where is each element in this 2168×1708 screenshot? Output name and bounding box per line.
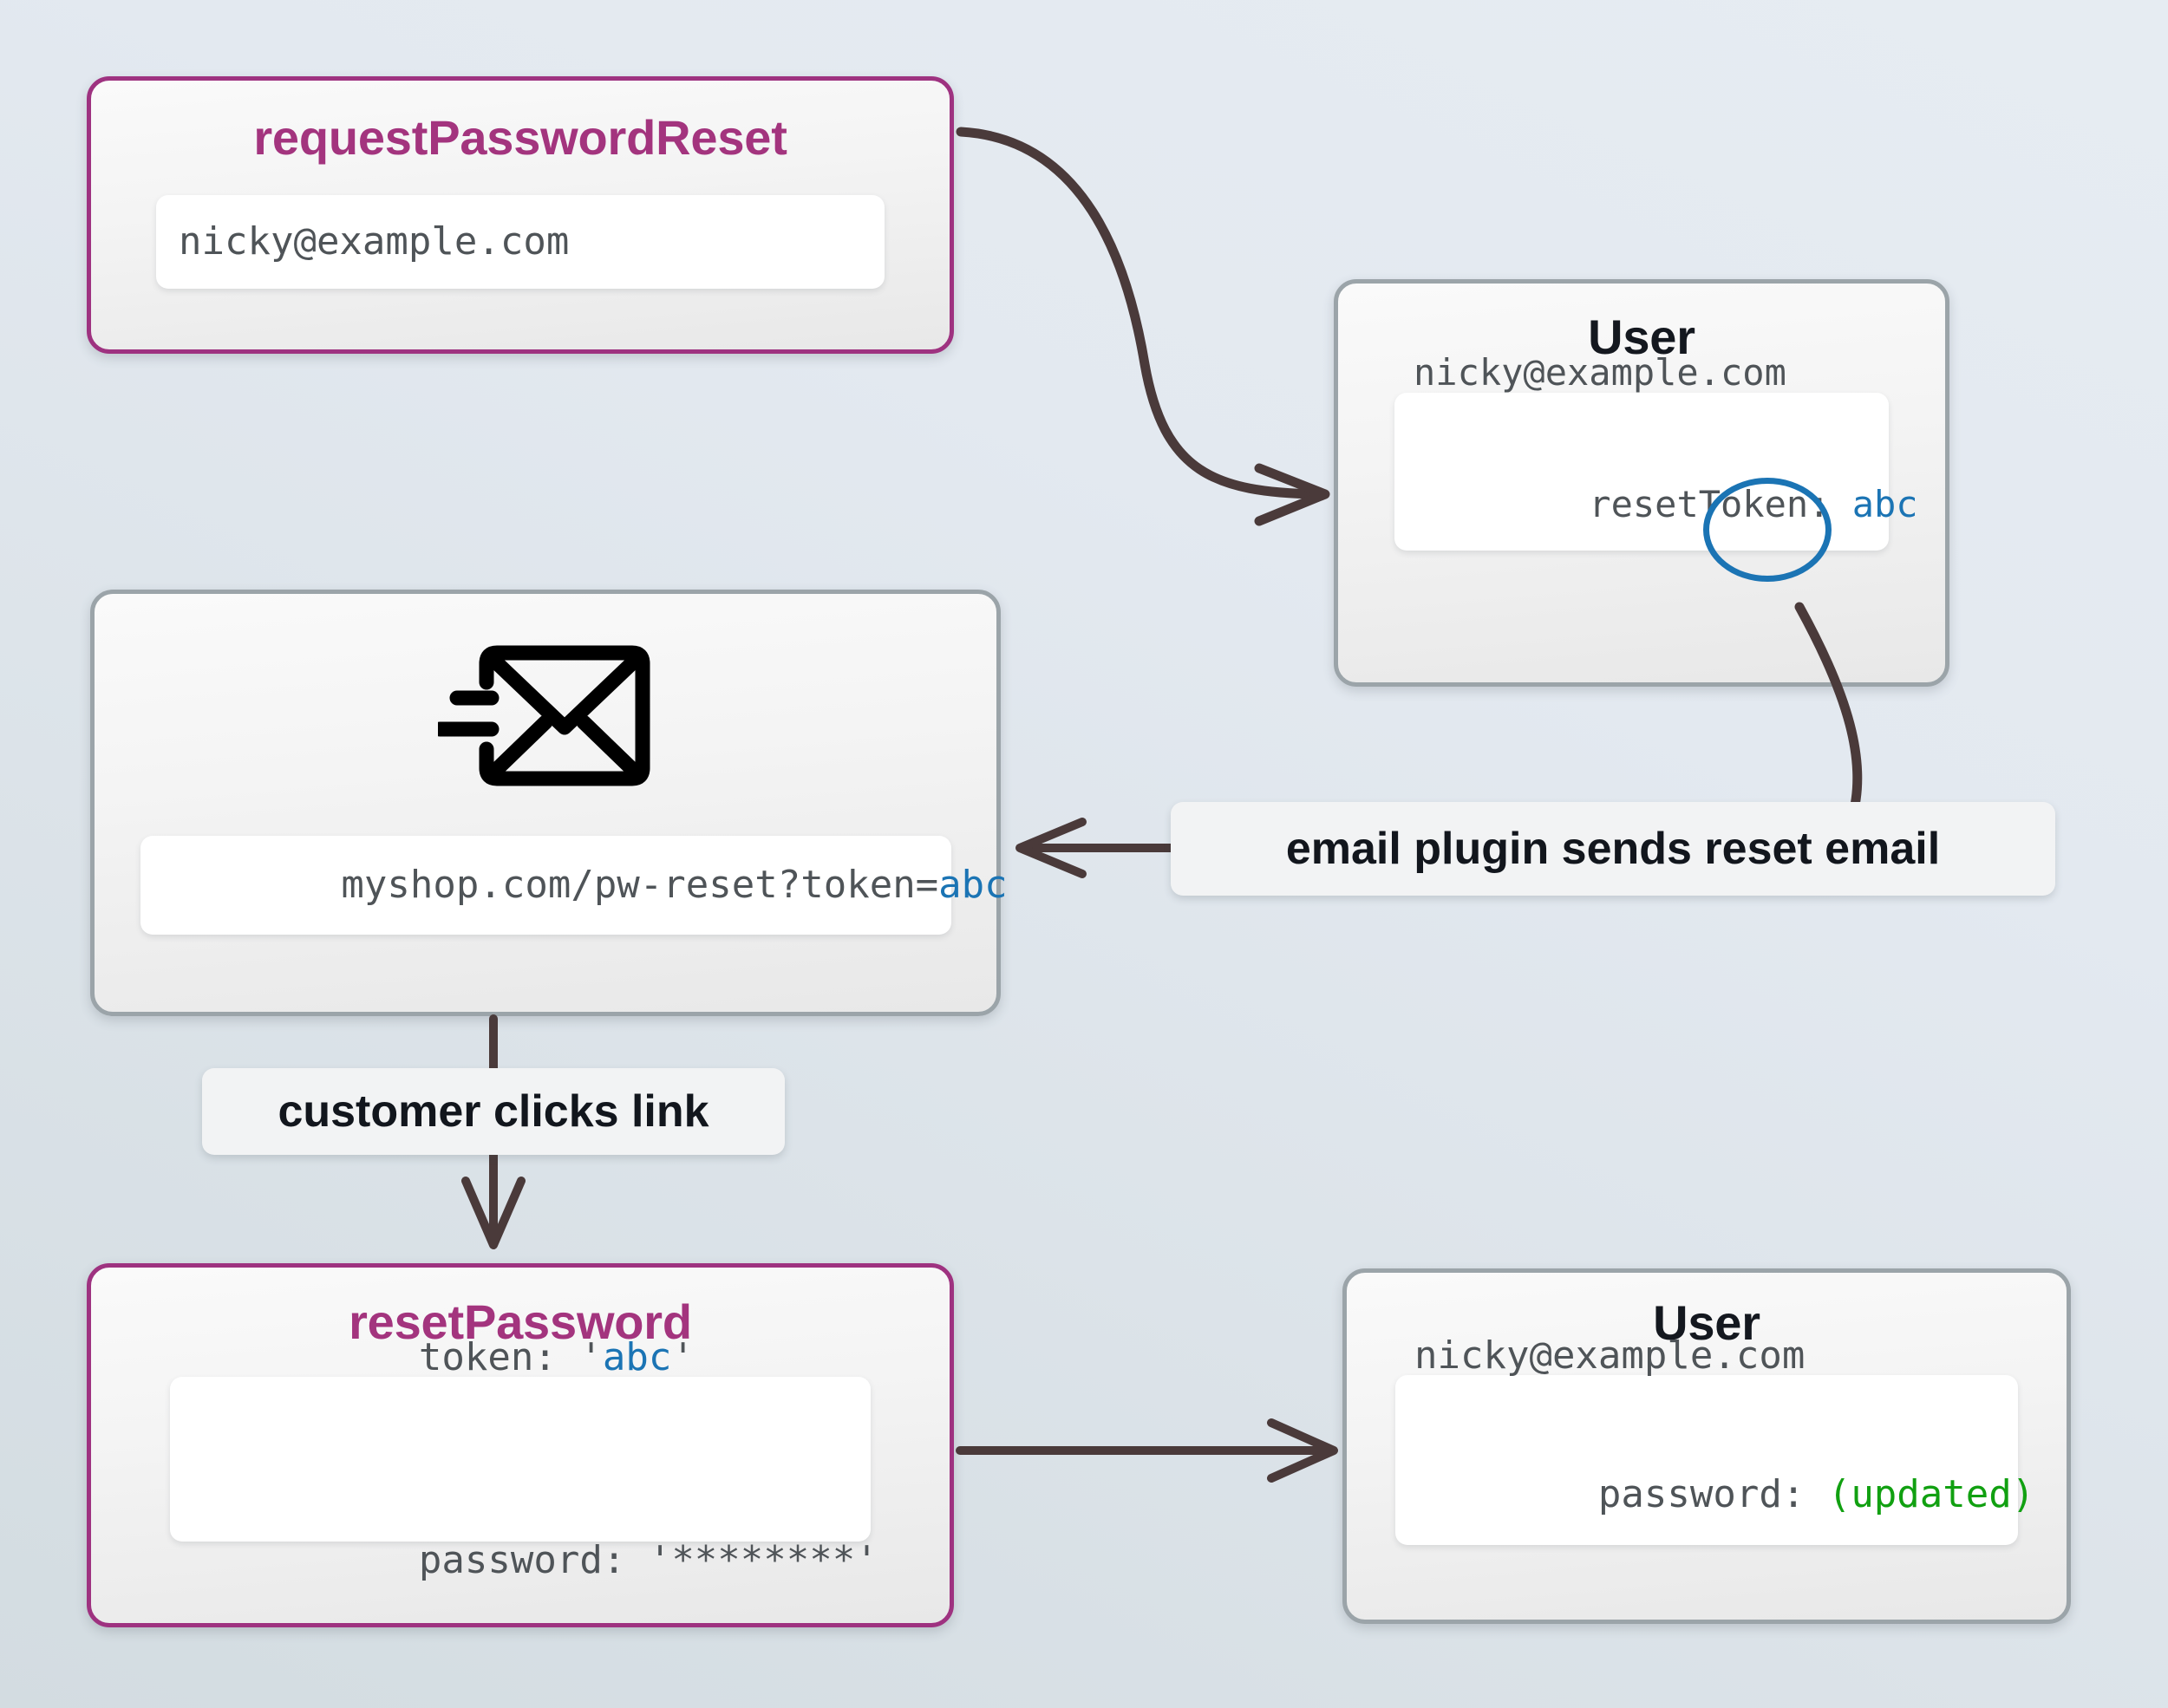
password-label: password: [418, 1538, 649, 1582]
panel-line-password: password: (updated) [1414, 1391, 2034, 1599]
reset-url-label: myshop.com/pw-reset?token= [341, 863, 939, 907]
panel-user-updated: nicky@example.com password: (updated) [1395, 1333, 2034, 1545]
edge-request-to-user [956, 127, 1330, 526]
password-label: password: [1597, 1472, 1828, 1516]
node-title-user-with-token: User [1588, 310, 1695, 364]
edge-label-customer-clicks-text: customer clicks link [278, 1086, 709, 1137]
edge-reset-password-to-user [956, 1418, 1338, 1483]
panel-line-password: password: '********' [189, 1459, 878, 1662]
node-title-user-updated: User [1653, 1295, 1760, 1350]
token-quote-close: ' [671, 1335, 695, 1379]
node-user-with-token[interactable]: User nicky@example.com resetToken: abc [1334, 279, 1949, 687]
token-value: abc [602, 1335, 672, 1379]
password-quote-open: ' [648, 1538, 672, 1582]
edge-plugin-label-to-email-box [1015, 818, 1179, 878]
panel-line-email: nicky@example.com [179, 219, 570, 264]
token-quote-open: ' [579, 1335, 603, 1379]
node-request-password-reset[interactable]: requestPasswordReset nicky@example.com [87, 76, 954, 354]
panel-line-reset-url: myshop.com/pw-reset?token=abc [158, 810, 1007, 961]
node-user-updated[interactable]: User nicky@example.com password: (update… [1342, 1268, 2071, 1624]
panel-reset-password: token: 'abc' password: '********' [170, 1335, 878, 1582]
circled-token-annotation [1703, 478, 1832, 582]
password-value: ******** [671, 1538, 856, 1582]
panel-line-email: nicky@example.com [1414, 351, 1786, 394]
panel-email-message: myshop.com/pw-reset?token=abc [140, 836, 1008, 935]
password-value: (updated) [1827, 1472, 2035, 1516]
token-label: token: [418, 1335, 580, 1379]
password-quote-close: ' [855, 1538, 878, 1582]
panel-line-token: token: 'abc' [189, 1256, 852, 1459]
panel-line-email: nicky@example.com [1414, 1333, 1806, 1378]
reset-url-token: abc [938, 863, 1008, 907]
edge-label-email-plugin-text: email plugin sends reset email [1285, 824, 1941, 874]
node-email-message[interactable]: myshop.com/pw-reset?token=abc [90, 590, 1008, 1016]
node-title-reset-password: resetPassword [349, 1294, 692, 1349]
node-title-request-password-reset: requestPasswordReset [253, 110, 787, 165]
panel-request-password-reset: nicky@example.com [156, 195, 885, 289]
reset-token-value: abc [1851, 483, 1918, 525]
node-reset-password[interactable]: resetPassword token: 'abc' password: '**… [87, 1263, 954, 1627]
send-email-icon [438, 644, 653, 787]
edge-label-customer-clicks: customer clicks link [202, 1068, 785, 1155]
edge-label-email-plugin: email plugin sends reset email [1171, 802, 2055, 896]
